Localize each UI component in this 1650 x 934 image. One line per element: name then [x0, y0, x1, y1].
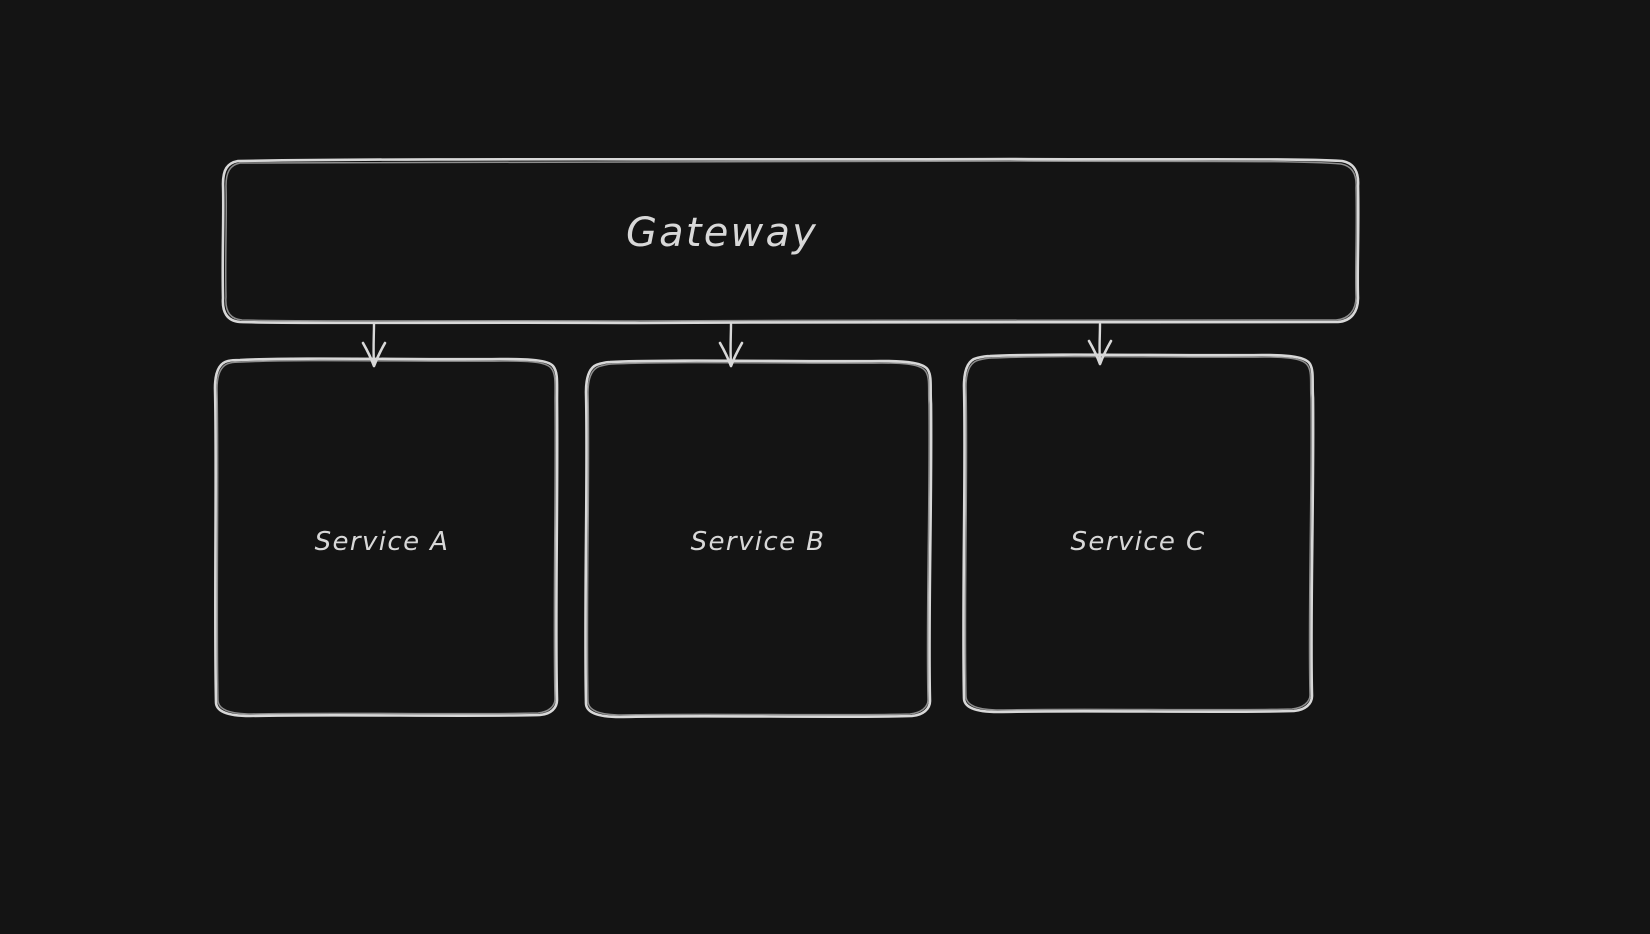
node-service-a[interactable]: Service A [213, 357, 559, 718]
node-service-c-label: Service C [1070, 527, 1205, 557]
node-gateway[interactable]: Gateway [221, 157, 1360, 325]
node-service-b-outline-secondary [586, 361, 930, 716]
node-gateway-label: Gateway [626, 210, 818, 256]
node-service-a-label: Service A [315, 527, 450, 557]
node-service-b-label: Service B [691, 527, 826, 557]
node-service-a-outline-secondary [216, 359, 556, 715]
node-gateway-outline [221, 157, 1360, 325]
node-gateway-hit[interactable] [222, 160, 1358, 323]
edge-gateway-to-service-c-arrowhead [1087, 339, 1113, 366]
node-service-b[interactable]: Service B [584, 359, 933, 719]
node-service-b-hit[interactable] [586, 361, 931, 717]
node-service-c-outline-secondary [964, 355, 1312, 711]
edge-gateway-to-service-c[interactable] [1087, 322, 1113, 366]
node-service-c[interactable]: Service C [962, 353, 1315, 714]
node-service-c-outline [962, 353, 1315, 714]
node-gateway-outline-secondary [224, 160, 1358, 322]
edge-gateway-to-service-b-arrowhead [718, 341, 744, 368]
node-service-a-outline [213, 357, 559, 718]
node-service-c-hit[interactable] [964, 355, 1313, 712]
node-service-a-hit[interactable] [215, 359, 557, 716]
edge-gateway-to-service-a-arrowhead [361, 341, 387, 368]
node-service-b-outline [584, 359, 933, 719]
